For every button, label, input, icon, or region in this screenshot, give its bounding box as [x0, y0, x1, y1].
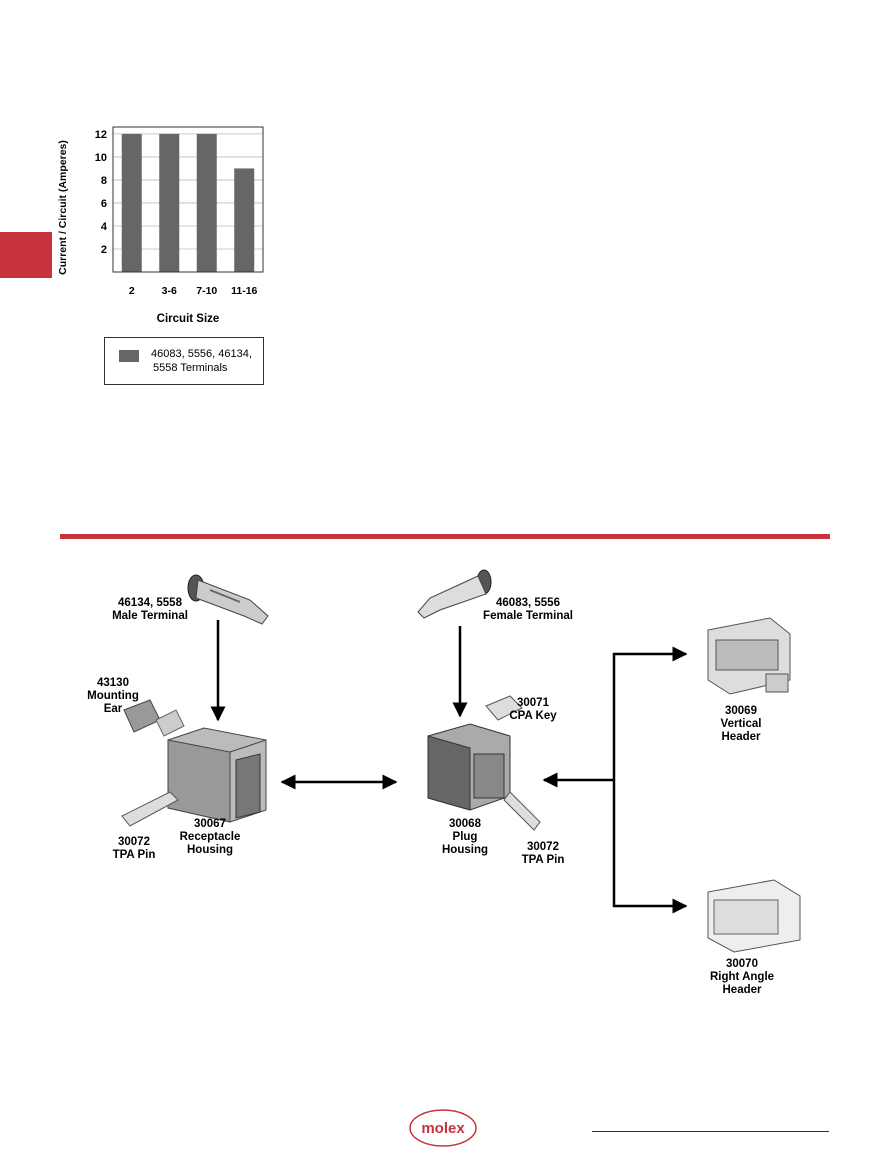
- y-tick-label: 2: [101, 244, 107, 256]
- legend-swatch: [119, 350, 139, 362]
- right-angle-header-image: [707, 879, 801, 953]
- y-tick-label: 8: [101, 175, 107, 187]
- cpa-key-image: [485, 695, 523, 721]
- mounting-ear-image: [123, 699, 185, 737]
- x-tick-label: 2: [129, 285, 135, 297]
- bar-3-6: [159, 133, 180, 272]
- x-axis-label: Circuit Size: [157, 313, 220, 325]
- male-terminal-image: [187, 574, 269, 625]
- bar-2: [121, 133, 142, 272]
- y-tick-label: 6: [101, 198, 107, 210]
- bar-7-10: [196, 133, 217, 272]
- section-divider: [60, 534, 830, 539]
- tpa-pin-right-image: [503, 791, 541, 831]
- chart-legend: 46083, 5556, 46134, 5558 Terminals: [104, 337, 264, 385]
- bar-11-16: [234, 168, 255, 272]
- x-tick-label: 3-6: [162, 285, 177, 297]
- svg-text:molex: molex: [421, 1120, 465, 1137]
- y-tick-label: 12: [95, 129, 107, 141]
- plot-frame: [112, 126, 264, 273]
- section-tab: [0, 232, 52, 278]
- legend-label: 46083, 5556, 46134, 5558 Terminals: [151, 347, 261, 375]
- y-tick-labels: 2 4 6 8 10 12: [95, 129, 108, 256]
- receptacle-housing-image: [167, 727, 267, 823]
- y-axis-label: Current / Circuit (Amperes): [57, 140, 69, 275]
- tpa-pin-left-image: [121, 791, 179, 827]
- chart-svg: 2 4 6 8 10 12 2 3-6 7-10 11-16 Current / Circuit…: [57, 126, 264, 325]
- x-tick-labels: 2 3-6 7-10 11-16: [129, 285, 258, 297]
- arrow-to-right-angle-header: [612, 780, 688, 914]
- molex-logo: molex: [408, 1108, 478, 1148]
- chart-bars: [121, 133, 255, 272]
- connector-system-diagram: [121, 569, 801, 953]
- plug-housing-image: [427, 723, 511, 811]
- footer-link-line[interactable]: [592, 1131, 829, 1132]
- legend-line-2: 5558 Terminals: [153, 362, 228, 374]
- arrow-to-vertical-header: [612, 646, 688, 780]
- legend-line-1: 46083, 5556, 46134,: [151, 348, 252, 360]
- x-tick-label: 7-10: [196, 285, 217, 297]
- y-tick-label: 10: [95, 152, 107, 164]
- vertical-header-image: [707, 617, 791, 695]
- y-tick-label: 4: [101, 221, 108, 233]
- current-rating-chart: 2 4 6 8 10 12 2 3-6 7-10 11-16 Current / Circuit…: [50, 110, 280, 410]
- x-tick-label: 11-16: [231, 285, 257, 297]
- female-terminal-image: [417, 569, 492, 619]
